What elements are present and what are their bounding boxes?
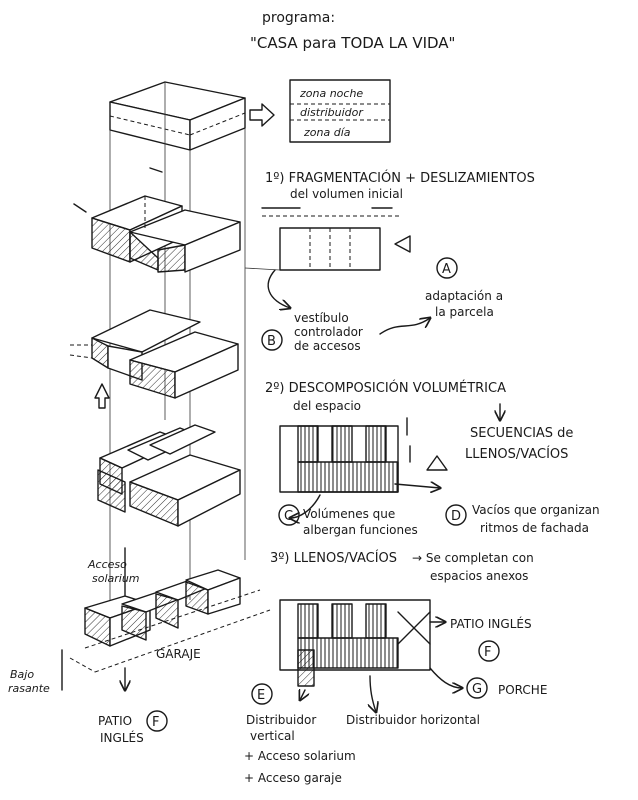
axo-sliding <box>69 309 239 409</box>
step1-heading: 1º) FRAGMENTACIÓN + DESLIZAMIENTOS <box>265 170 535 186</box>
axo-initial-volume <box>109 81 246 151</box>
label-f-letter-plan: F <box>484 645 491 660</box>
vestibulo-label: vestíbulo <box>294 311 349 325</box>
label-c-circle <box>278 504 300 526</box>
acceso-garaje-bottom: + Acceso garaje <box>244 771 342 785</box>
step2-heading: 2º) DESCOMPOSICIÓN VOLUMÉTRICA <box>265 380 506 396</box>
acceso-solarium-line2: solarium <box>92 572 140 585</box>
label-b-letter: B <box>267 334 276 349</box>
label-c-line2: albergan funciones <box>303 523 418 537</box>
garaje-label: GARAJE <box>156 647 201 661</box>
label-a-letter: A <box>442 262 451 277</box>
label-d-circle <box>445 504 467 526</box>
accesos-label: de accesos <box>294 339 361 353</box>
label-e-letter: E <box>257 688 265 703</box>
label-a-line2: la parcela <box>435 305 494 319</box>
title-line-1: programa: <box>262 10 335 26</box>
axo-fragmented <box>73 167 241 273</box>
label-c-letter: C <box>284 509 293 524</box>
label-f-letter-axo: F <box>152 715 159 730</box>
acceso-solarium-bottom: + Acceso solarium <box>244 749 356 763</box>
porche-label: PORCHE <box>498 683 547 697</box>
bajo-rasante-line2: rasante <box>8 682 50 695</box>
label-c-line1: Volúmenes que <box>303 507 395 521</box>
zone-night-label: zona noche <box>299 87 363 100</box>
zones-diagram <box>289 79 391 143</box>
controlador-label: controlador <box>294 325 363 339</box>
label-f-circle-axo <box>146 710 168 732</box>
label-e-circle <box>251 683 273 705</box>
sequences-line2: LLENOS/VACÍOS <box>465 446 568 462</box>
step3-arrow-text-line2: espacios anexos <box>430 569 528 583</box>
axo-final <box>61 547 271 690</box>
sequences-line1: SECUENCIAS de <box>470 426 573 441</box>
distribuidor-horizontal: Distribuidor horizontal <box>346 713 480 727</box>
label-a-circle <box>436 257 458 279</box>
patio-ingles-line1: PATIO <box>98 714 132 728</box>
plan-step1 <box>244 207 411 308</box>
step3-arrow-text-line1: → Se completan con <box>412 551 534 565</box>
distribuidor-vertical-line1: Distribuidor <box>246 713 316 727</box>
axo-decomposed <box>97 424 241 527</box>
label-a-line1: adaptación a <box>425 289 503 303</box>
patio-ingles-line2: INGLÉS <box>100 730 144 745</box>
label-d-line1: Vacíos que organizan <box>472 503 600 517</box>
label-d-line2: ritmos de fachada <box>480 521 589 535</box>
label-b-circle <box>261 329 283 351</box>
step3-heading: 3º) LLENOS/VACÍOS <box>270 550 397 566</box>
step2-subheading: del espacio <box>293 399 361 413</box>
bajo-rasante-line1: Bajo <box>10 668 34 681</box>
patio-ingles-right: PATIO INGLÉS <box>450 616 532 631</box>
zone-distributor-label: distribuidor <box>300 106 364 119</box>
label-g-circle <box>466 677 488 699</box>
distribuidor-vertical-line2: vertical <box>250 729 295 743</box>
acceso-solarium-line1: Acceso <box>87 558 127 571</box>
plan-step2 <box>279 417 448 518</box>
hollow-arrow-icon <box>249 103 275 127</box>
arrow-to-a <box>379 318 430 335</box>
zone-day-label: zona día <box>303 126 351 139</box>
plan-step3 <box>279 599 462 712</box>
label-g-letter: G <box>472 682 482 697</box>
label-d-letter: D <box>451 509 461 524</box>
step1-subheading: del volumen inicial <box>290 187 403 201</box>
label-f-circle-plan <box>478 640 500 662</box>
title-line-2: "CASA para TODA LA VIDA" <box>250 34 455 52</box>
